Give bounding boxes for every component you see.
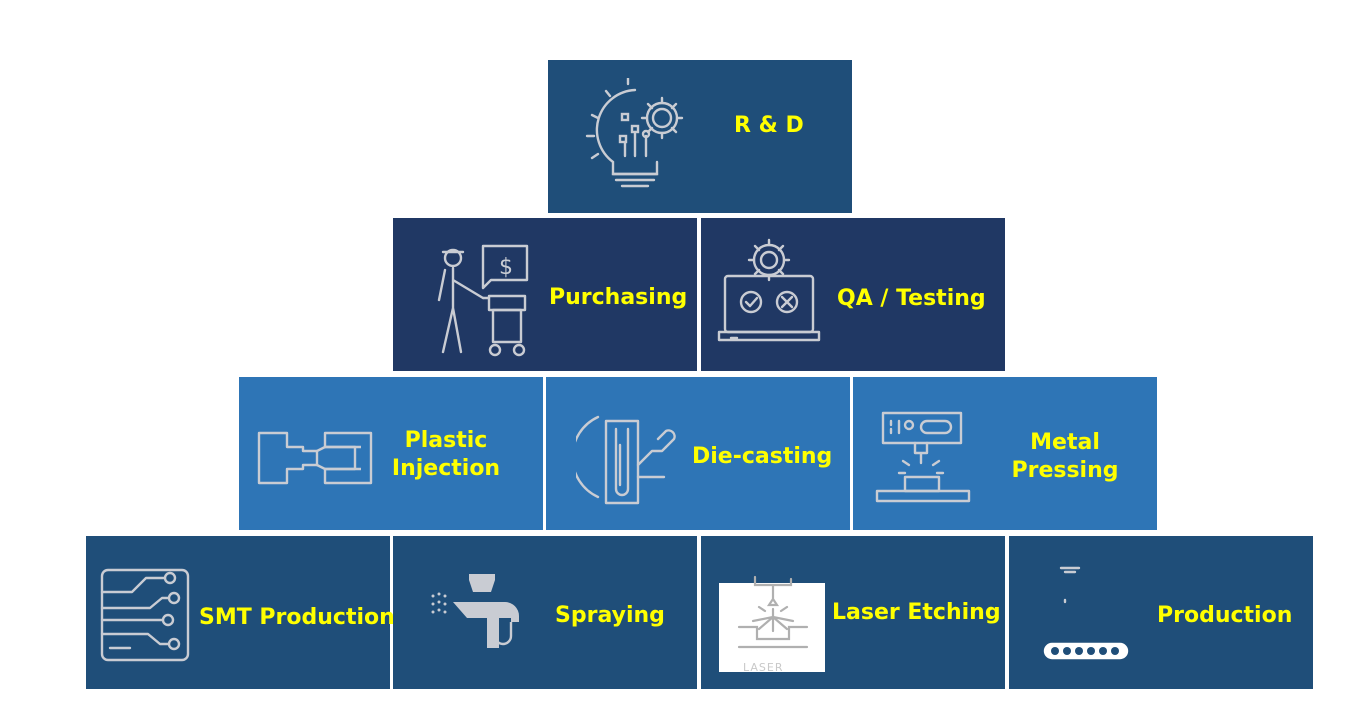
smt-production-label: SMT Production [199, 605, 395, 630]
spraying-label: Spraying [555, 603, 665, 628]
laser-icon-caption: LASER [743, 661, 784, 674]
purchasing-label: Purchasing [549, 285, 688, 310]
qa-testing-label: QA / Testing [837, 286, 986, 311]
die-casting-label: Die-casting [692, 444, 833, 469]
tile-laser-etching: LASER Laser Etching [701, 536, 1005, 689]
tile-production: Production [1009, 536, 1313, 689]
plastic-label-line2: Injection [391, 456, 501, 481]
tile-spraying: Spraying [393, 536, 697, 689]
die-casting-ladle-icon [576, 405, 676, 507]
conveyor-icon [1041, 566, 1131, 662]
worker-cart-dollar-icon: $ [423, 240, 539, 358]
rd-label: R & D [734, 113, 804, 138]
metal-label-line2: Pressing [1011, 458, 1119, 483]
spray-gun-icon [429, 572, 529, 662]
plastic-label-line1: Plastic [404, 428, 488, 453]
production-label: Production [1157, 603, 1293, 628]
laser-cutting-icon [733, 573, 813, 653]
tile-qa-testing: QA / Testing [701, 218, 1005, 371]
laptop-gear-check-icon [717, 238, 821, 346]
tile-smt-production: SMT Production [86, 536, 395, 689]
laser-icon-panel: LASER [719, 575, 825, 674]
circuit-board-icon [100, 568, 192, 662]
tile-purchasing: $ Purchasing [393, 218, 697, 371]
tile-metal-pressing: Metal Pressing [853, 377, 1157, 530]
press-machine-icon [875, 411, 973, 507]
metal-label-line1: Metal [1030, 430, 1100, 455]
tile-rd: R & D [548, 60, 852, 213]
tile-plastic-injection: Plastic Injection [239, 377, 543, 530]
lightbulb-gear-icon [580, 78, 690, 196]
laser-etching-label: Laser Etching [832, 600, 1001, 625]
injection-mold-icon [257, 429, 375, 487]
tile-die-casting: Die-casting [546, 377, 850, 530]
svg-text:$: $ [499, 255, 513, 280]
